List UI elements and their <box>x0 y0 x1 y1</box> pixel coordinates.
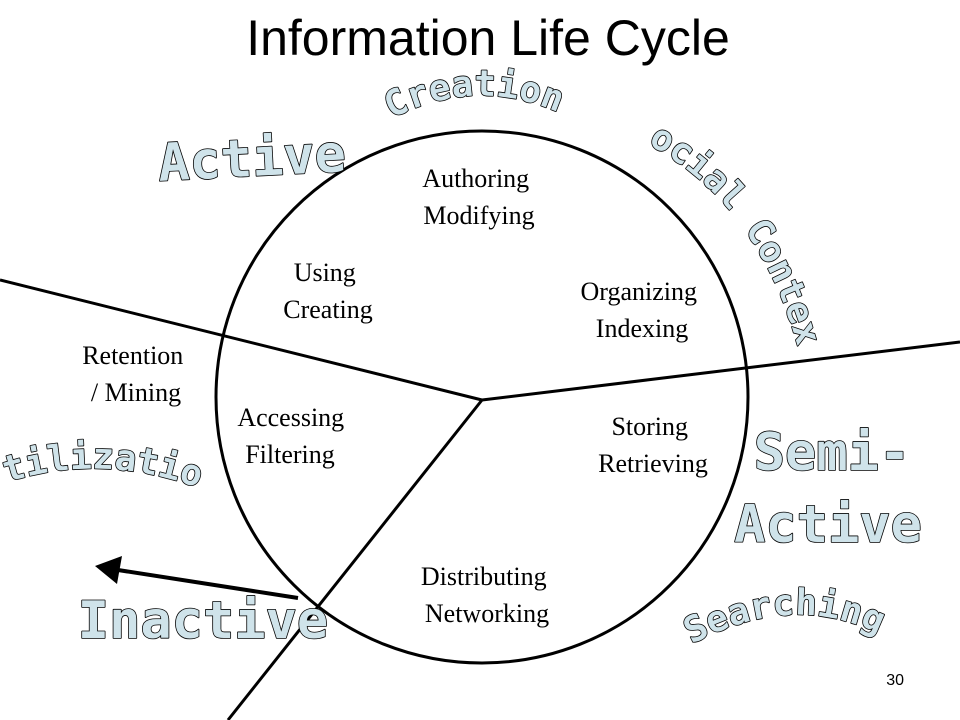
segment-distributing: Distributing Networking <box>421 562 553 628</box>
page-title: Information Life Cycle <box>246 10 730 66</box>
arc-creation-label: Creation <box>378 63 570 126</box>
segment-authoring-line2: Modifying <box>423 201 534 230</box>
phase-inactive: Inactive <box>78 591 328 651</box>
phase-semi-active-line2: Active <box>734 495 922 555</box>
segment-organizing-line2: Indexing <box>596 314 688 343</box>
segment-distributing-line1: Distributing <box>421 562 547 591</box>
arc-utilization-path: Utilization <box>0 0 209 497</box>
arc-utilization-label: Utilization <box>0 0 208 496</box>
segment-accessing: Accessing Filtering <box>237 403 350 469</box>
phase-active: Active <box>157 124 348 194</box>
arc-searching-path: Searching <box>677 582 893 653</box>
segment-distributing-line2: Networking <box>425 599 549 628</box>
segment-accessing-line2: Filtering <box>245 440 335 469</box>
segment-storing-line2: Retrieving <box>598 449 708 478</box>
segment-authoring: Authoring Modifying <box>422 164 535 230</box>
segment-using: Using Creating <box>283 258 373 324</box>
inactive-arrow-head <box>95 556 122 584</box>
segment-using-line2: Creating <box>283 295 373 324</box>
arc-creation-path: Creation <box>377 63 571 128</box>
segment-storing-line1: Storing <box>611 412 688 441</box>
arc-searching-label: Searching <box>677 582 891 652</box>
inactive-arrow-shaft <box>117 568 299 600</box>
divider-line-bottom <box>226 399 484 720</box>
segment-organizing-line1: Organizing <box>581 277 698 306</box>
life-cycle-circle <box>214 129 750 665</box>
retention-line2: / Mining <box>91 378 181 407</box>
segment-authoring-line1: Authoring <box>422 164 529 193</box>
segment-accessing-line1: Accessing <box>237 403 344 432</box>
segment-storing: Storing Retrieving <box>598 412 708 478</box>
page-number: 30 <box>886 672 904 689</box>
divider-line-left <box>0 278 483 402</box>
segment-using-line1: Using <box>294 258 356 287</box>
divider-line-right <box>481 340 960 402</box>
retention-line1: Retention <box>82 341 183 370</box>
retention-label: Retention / Mining <box>82 341 190 407</box>
phase-semi-active-line1: Semi- <box>754 423 911 483</box>
segment-organizing: Organizing Indexing <box>581 277 704 343</box>
